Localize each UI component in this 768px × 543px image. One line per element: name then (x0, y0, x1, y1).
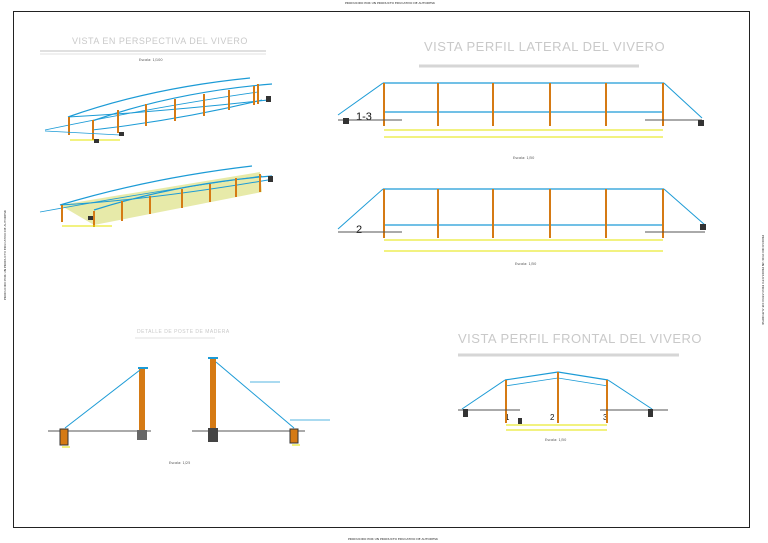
perspective-title: VISTA EN PERSPECTIVA DEL VIVERO (72, 36, 248, 46)
frontal-label-3: 3 (603, 413, 608, 422)
lateral-label-2: 2 (356, 224, 363, 236)
detail-title: DETALLE DE POSTE DE MADERA (137, 329, 230, 335)
perspective-view-2 (39, 165, 273, 227)
title-underlines (40, 50, 679, 357)
lateral-title: VISTA PERFIL LATERAL DEL VIVERO (424, 39, 666, 54)
frontal-scale: Escala: 1/50 (545, 438, 567, 442)
drawing-frame (13, 11, 750, 528)
perspective-scale: Escala: 1/100 (139, 58, 163, 62)
frontal-title: VISTA PERFIL FRONTAL DEL VIVERO (458, 331, 703, 346)
lateral-view-2 (337, 188, 706, 252)
lateral-scale-1: Escala: 1/50 (513, 156, 535, 160)
perspective-view-1 (44, 77, 273, 143)
bottom-note: PRODUCIDO POR UN PRODUCTO EDUCATIVO DE A… (348, 537, 438, 541)
frontal-label-2: 2 (550, 413, 555, 422)
post-detail-view (48, 357, 330, 448)
lateral-scale-2: Escala: 1/50 (515, 262, 537, 266)
frontal-view (458, 371, 668, 431)
lateral-view-1 (337, 82, 704, 138)
frontal-label-1: 1 (505, 413, 510, 422)
top-note: PRODUCIDO POR UN PRODUCTO EDUCATIVO DE A… (345, 1, 435, 5)
detail-scale: Escala: 1/25 (169, 461, 191, 465)
